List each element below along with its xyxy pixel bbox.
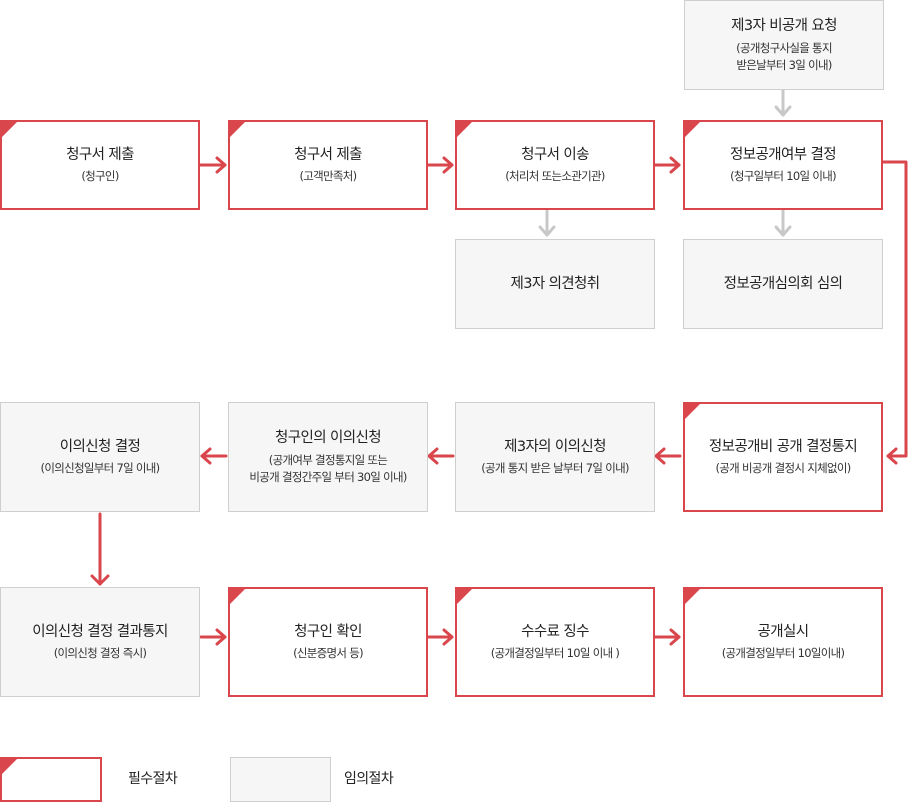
- step-title: 제3자 비공개 요청: [731, 18, 837, 34]
- arrow-r2-r1: [200, 447, 228, 465]
- arrow-b4-o2: [774, 208, 792, 237]
- arrow-b4-r4: [880, 160, 908, 465]
- step-disclosure-committee-review: 정보공개심의회 심의: [683, 239, 883, 329]
- step-disclosure-execution: 공개실시 (공개결정일부터 10일이내): [683, 587, 883, 697]
- arrow-b2-b3: [426, 156, 454, 174]
- step-claimant-verification: 청구인 확인 (신분증명서 등): [228, 587, 428, 697]
- step-request-transfer: 청구서 이송 (처리처 또는소관기관): [455, 120, 655, 210]
- step-objection-result-notice: 이의신청 결정 결과통지 (이의신청 결정 즉시): [0, 587, 200, 697]
- legend-required-label: 필수절차: [128, 771, 178, 787]
- step-sub: (공개결정일부터 10일 이내 ): [490, 646, 620, 660]
- step-sub: (공개결정일부터 10일이내): [721, 646, 845, 660]
- step-title: 공개실시: [757, 624, 810, 640]
- step-sub: (공개 비공개 결정시 지체없이): [715, 461, 852, 475]
- step-title: 수수료 징수: [521, 624, 589, 640]
- step-sub: (청구인): [81, 169, 119, 183]
- step-title: 이의신청 결정 결과통지: [32, 624, 168, 640]
- arrow-r1-s1: [90, 512, 110, 586]
- arrow-s3-s4: [653, 628, 681, 646]
- arrow-b3-b4: [653, 156, 681, 174]
- step-request-submit-claimant: 청구서 제출 (청구인): [0, 120, 200, 210]
- step-title: 제3자의 이의신청: [504, 439, 606, 455]
- step-title: 청구서 제출: [66, 147, 134, 163]
- legend-optional-swatch: [230, 757, 331, 802]
- step-third-party-objection: 제3자의 이의신청 (공개 통지 받은 날부터 7일 이내): [455, 402, 655, 512]
- step-sub: (처리처 또는소관기관): [505, 169, 605, 183]
- arrow-top-b4: [774, 88, 792, 117]
- legend-required-swatch: [0, 757, 102, 802]
- step-sub: (청구일부터 10일 이내): [730, 169, 836, 183]
- step-sub: (이의신청 결정 즉시): [53, 646, 147, 660]
- step-sub-line2: 받은날부터 3일 이내): [736, 58, 832, 72]
- step-sub: (이의신청일부터 7일 이내): [40, 461, 161, 475]
- step-title: 정보공개여부 결정: [730, 147, 837, 163]
- step-objection-decision: 이의신청 결정 (이의신청일부터 7일 이내): [0, 402, 200, 512]
- step-disclosure-decision: 정보공개여부 결정 (청구일부터 10일 이내): [683, 120, 883, 210]
- step-sub: (신분증명서 등): [293, 646, 364, 660]
- step-sub: (고객만족처): [299, 169, 358, 183]
- step-title: 청구서 제출: [294, 147, 362, 163]
- step-title: 제3자 의견청취: [510, 276, 600, 292]
- arrow-b3-o1: [538, 208, 556, 237]
- step-request-submit-office: 청구서 제출 (고객만족처): [228, 120, 428, 210]
- arrow-r4-r3: [654, 447, 682, 465]
- step-third-party-opinion: 제3자 의견청취: [455, 239, 655, 329]
- step-sub: (공개 통지 받은 날부터 7일 이내): [481, 461, 629, 475]
- arrow-s2-s3: [426, 628, 454, 646]
- step-title: 청구인 확인: [294, 624, 362, 640]
- step-title: 정보공개심의회 심의: [723, 276, 843, 292]
- step-title: 청구인의 이의신청: [275, 430, 382, 446]
- arrow-s1-s2: [199, 628, 227, 646]
- legend-optional-label: 임의절차: [344, 771, 394, 787]
- step-title: 정보공개비 공개 결정통지: [708, 439, 858, 455]
- step-fee-collection: 수수료 징수 (공개결정일부터 10일 이내 ): [455, 587, 655, 697]
- arrow-b1-b2: [198, 156, 227, 174]
- step-claimant-objection: 청구인의 이의신청 (공개여부 결정통지일 또는 비공개 결정간주일 부터 30…: [228, 402, 428, 512]
- step-sub-line1: (공개여부 결정통지일 또는: [268, 453, 388, 467]
- step-title: 이의신청 결정: [59, 439, 141, 455]
- step-sub-line1: (공개청구사실을 통지: [736, 41, 832, 55]
- step-title: 청구서 이송: [521, 147, 589, 163]
- step-third-party-nondisclosure-request: 제3자 비공개 요청 (공개청구사실을 통지 받은날부터 3일 이내): [684, 0, 884, 90]
- step-sub-line2: 비공개 결정간주일 부터 30일 이내): [249, 470, 407, 484]
- arrow-r3-r2: [427, 447, 455, 465]
- step-decision-notice: 정보공개비 공개 결정통지 (공개 비공개 결정시 지체없이): [683, 402, 883, 512]
